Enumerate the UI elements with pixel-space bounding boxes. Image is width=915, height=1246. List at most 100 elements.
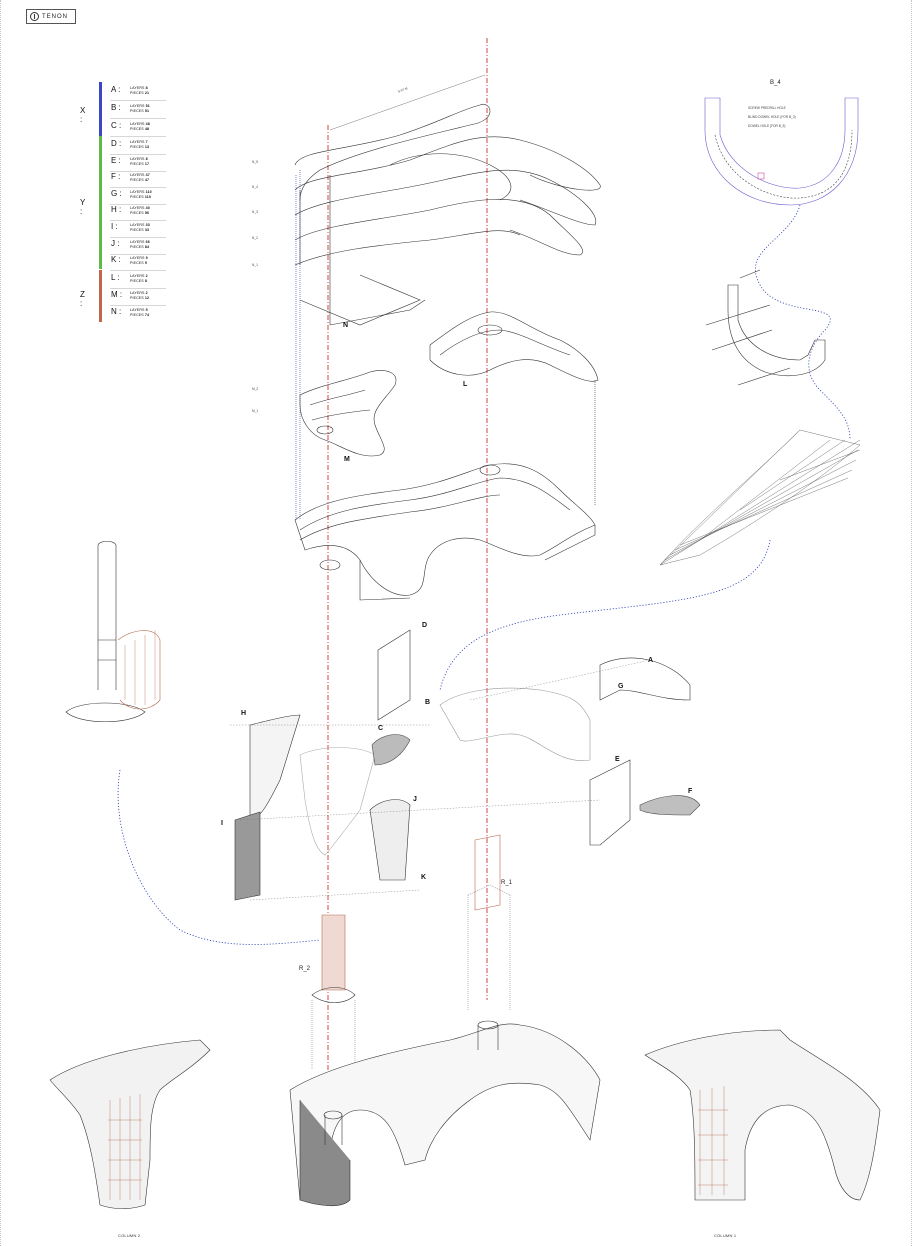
page-border-left: [0, 0, 2, 1246]
legend-letter: D :: [111, 139, 122, 148]
legend-row-j: J : LAYERS 66 PIECES 84: [110, 236, 166, 255]
legend-pieces: PIECES 13: [130, 145, 150, 149]
legend-row-n: N : LAYERS 5 PIECES 74: [110, 304, 166, 322]
legend-row-m: M : LAYERS 2 PIECES 12: [110, 287, 166, 306]
label-i: I: [221, 820, 223, 827]
legend-layers: LAYERS 5: [130, 308, 148, 312]
legend-pieces: PIECES 17: [130, 161, 150, 166]
legend-bar-x: [99, 82, 102, 136]
legend-row-c: C : LAYERS 48 PIECES 48: [110, 118, 166, 137]
label-l: L: [463, 381, 468, 388]
legend-letter: E :: [111, 155, 121, 165]
legend-axis-z: Z :: [80, 290, 85, 308]
legend-pieces: PIECES 74: [130, 313, 150, 317]
legend-pieces: PIECES 21: [130, 91, 150, 95]
part-l-slab: [429, 311, 599, 505]
legend-row-f: F : LAYERS 47 PIECES 47: [110, 169, 166, 189]
part-base-slab: [294, 463, 596, 601]
legend-layers: LAYERS 110: [130, 189, 152, 194]
legend-layers: LAYERS 40: [130, 206, 150, 211]
legend-layers: LAYERS 66: [130, 239, 150, 244]
label-n: N: [343, 322, 349, 329]
legend-pieces: PIECES 12: [130, 296, 150, 300]
routing-paths: [117, 204, 851, 945]
label-b4: B_4: [770, 80, 781, 86]
b4-note: BLIND DOWEL HOLE (FOR B_3): [748, 115, 796, 119]
legend-row-a: A : LAYERS 8 PIECES 21: [110, 82, 166, 101]
legend-layers: LAYERS 2: [130, 274, 148, 278]
layer-tag: M_2: [252, 387, 259, 391]
legend-letter: F :: [111, 172, 121, 182]
legend-axis-y: Y :: [80, 198, 86, 216]
legend-letter: G :: [111, 188, 122, 198]
column-1-render: [644, 1029, 881, 1201]
label-j: J: [413, 796, 417, 803]
label-g: G: [618, 683, 624, 690]
legend-bar-z: [99, 270, 102, 322]
exploded-parts-middle: [230, 629, 701, 901]
legend-row-l: L : LAYERS 2 PIECES 8: [110, 270, 166, 289]
b4-exploded-piece: [705, 269, 826, 386]
legend-layers: LAYERS 33: [130, 223, 150, 227]
r-columns: [311, 834, 511, 1070]
label-k: K: [421, 874, 427, 881]
legend-row-g: G : LAYERS 110 PIECES 110: [110, 186, 166, 205]
label-m: M: [344, 456, 350, 463]
label-d: D: [422, 622, 428, 629]
logo-icon: [30, 12, 39, 21]
legend-letter: C :: [111, 121, 122, 130]
layer-tag: N_4: [252, 185, 258, 189]
legend-letter: K :: [111, 255, 121, 265]
layer-tag: N_1: [252, 263, 258, 267]
legend-pieces: PIECES 56: [130, 211, 150, 216]
legend-letter: A :: [111, 85, 121, 94]
layer-tag: N_3: [252, 210, 258, 214]
legend-pieces: PIECES 48: [130, 127, 150, 131]
legend-bar-y: [99, 136, 102, 269]
legend-letter: L :: [111, 273, 120, 282]
legend-layers: LAYERS 47: [130, 173, 150, 178]
tenon-logo: TENON: [26, 9, 76, 24]
legend-letter: N :: [111, 307, 122, 316]
label-e: E: [615, 756, 620, 763]
legend-axis-x: X :: [80, 106, 86, 124]
legend-letter: M :: [111, 290, 123, 299]
legend-row-i: I : LAYERS 33 PIECES 33: [110, 219, 166, 238]
detail-b4: [704, 97, 859, 206]
legend-pieces: PIECES 8: [130, 279, 148, 283]
legend-letter: I :: [111, 222, 118, 231]
caption-column-1: COLUMN 1: [714, 1233, 737, 1238]
b4-note: DOWEL HOLE (FOR B_5): [748, 124, 786, 128]
label-a: A: [648, 657, 654, 664]
layer-tag: N_5: [252, 160, 258, 164]
legend-layers: LAYERS 8: [130, 156, 148, 161]
legend-letter: B :: [111, 103, 121, 112]
b4-note: SCREW PREDRILL HOLE: [748, 106, 786, 110]
legend-row-e: E : LAYERS 8 PIECES 17: [110, 153, 166, 172]
part-n-layers: [294, 103, 601, 520]
label-c: C: [378, 725, 384, 732]
assembled-base: [289, 1020, 601, 1207]
legend-layers: LAYERS 51: [130, 104, 150, 108]
legend-letter: H :: [111, 205, 122, 215]
legend-row-b: B : LAYERS 51 PIECES 51: [110, 100, 166, 119]
column-left-exploded: [65, 540, 161, 723]
legend-row-h: H : LAYERS 40 PIECES 56: [110, 202, 166, 222]
legend-pieces: PIECES 110: [130, 194, 152, 199]
label-h: H: [241, 710, 247, 717]
column-2-render: [49, 1039, 211, 1210]
dimension-line: [329, 74, 486, 131]
legend-layers: LAYERS 7: [130, 140, 148, 144]
part-m-slab: [299, 370, 397, 457]
label-f: F: [688, 788, 693, 795]
legend-row-d: D : LAYERS 7 PIECES 13: [110, 136, 166, 155]
legend-pieces: PIECES 84: [130, 244, 150, 249]
legend-pieces: PIECES 47: [130, 178, 150, 183]
legend-pieces: PIECES 33: [130, 228, 150, 232]
layer-tag: M_1: [252, 409, 259, 413]
legend-pieces: PIECES 9: [130, 261, 148, 266]
label-r2: R_2: [299, 966, 311, 972]
legend-row-k: K : LAYERS 9 PIECES 9: [110, 252, 166, 272]
legend-layers: LAYERS 8: [130, 86, 148, 90]
